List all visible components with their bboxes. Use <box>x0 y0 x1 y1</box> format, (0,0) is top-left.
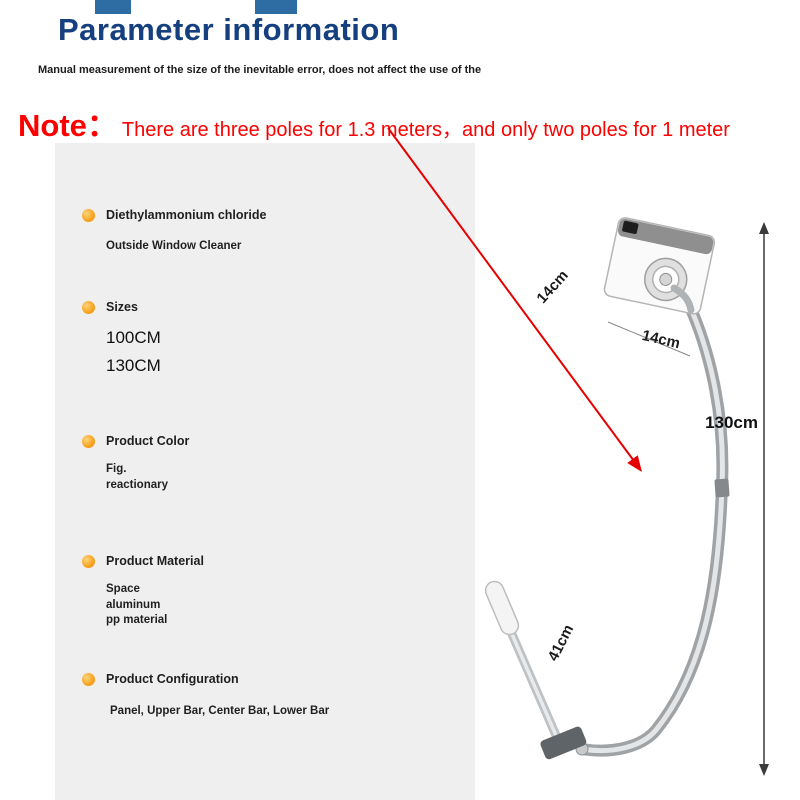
spec-line: Panel, Upper Bar, Center Bar, Lower Bar <box>110 705 330 717</box>
spec-title: Product Material <box>106 554 204 568</box>
spec-line: pp material <box>106 614 168 627</box>
spec-item-color: Product Color Fig. reactionary <box>82 434 462 493</box>
head-arm <box>670 284 695 314</box>
dim-label-handle-length: 41cm <box>545 622 578 664</box>
product-image: 14cm 14cm 130cm 41cm <box>484 217 769 776</box>
page-subtitle: Manual measurement of the size of the in… <box>38 64 482 76</box>
spec-title: Sizes <box>106 300 138 314</box>
bullet-icon <box>82 434 95 448</box>
handle-grip <box>484 580 520 636</box>
spec-line: reactionary <box>106 478 169 491</box>
spec-item-configuration: Product Configuration Panel, Upper Bar, … <box>82 672 462 720</box>
spec-title: Product Configuration <box>106 672 239 686</box>
spec-line: 130CM <box>106 356 161 376</box>
handle-joint <box>540 726 587 760</box>
spec-title: Diethylammonium chloride <box>106 208 267 222</box>
spec-title: Product Color <box>106 434 190 448</box>
note-text: There are three poles for 1.3 meters，and… <box>121 119 730 141</box>
bullet-icon <box>82 300 95 314</box>
dimension-line-130cm <box>759 222 769 776</box>
spec-line: Outside Window Cleaner <box>106 240 242 252</box>
holder-head <box>603 217 716 315</box>
decor-blue-block <box>95 0 131 14</box>
handle-bar <box>484 580 587 760</box>
note-label: Note： <box>18 108 118 143</box>
dim-label-pole-length: 130cm <box>705 413 758 432</box>
bullet-icon <box>82 554 95 568</box>
bullet-icon <box>82 672 95 686</box>
spec-line: Fig. <box>106 463 127 475</box>
note: Note： There are three poles for 1.3 mete… <box>18 100 730 145</box>
dim-label-head-width: 14cm <box>640 327 681 352</box>
spec-item-cleaner: Diethylammonium chloride Outside Window … <box>82 208 462 255</box>
spec-line: aluminum <box>106 598 161 611</box>
bullet-icon <box>82 208 95 222</box>
page-title: Parameter information <box>58 12 400 47</box>
curved-pole <box>575 296 730 757</box>
decor-blue-block <box>255 0 297 14</box>
spec-item-sizes: Sizes 100CM 130CM <box>82 300 462 380</box>
pole-connector <box>714 478 730 498</box>
dim-label-head-height: 14cm <box>534 267 572 307</box>
spec-item-material: Product Material Space aluminum pp mater… <box>82 554 462 629</box>
spec-line: Space <box>106 583 140 595</box>
spec-line: 100CM <box>106 328 161 347</box>
